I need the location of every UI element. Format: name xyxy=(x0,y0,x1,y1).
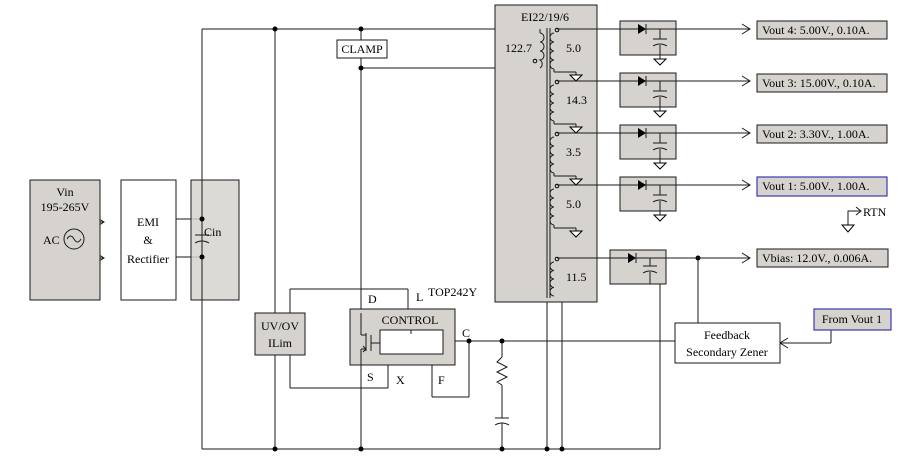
bias-rectifier-block xyxy=(557,249,751,285)
diode-icon xyxy=(638,128,646,138)
secondary-winding: 11.5 xyxy=(549,256,587,297)
main-wiring xyxy=(73,28,832,450)
secondary-winding: 5.0 xyxy=(549,27,584,82)
diode-icon xyxy=(638,24,646,34)
uvov-line1: UV/OV xyxy=(261,319,299,333)
diode-icon xyxy=(638,180,646,190)
ground-icon xyxy=(652,214,668,222)
top-part-label: TOP242Y xyxy=(428,285,477,299)
transformer: EI22/19/6 122.7 5.0 14.3 3.5 5.0 11.5 xyxy=(494,4,598,303)
vbias-box: Vbias: 12.0V., 0.006A. xyxy=(756,248,889,268)
polarity-dot xyxy=(554,27,560,33)
pin-s-label: S xyxy=(367,370,374,384)
rtn-ground-icon xyxy=(840,224,856,233)
vout3-box: Vout 3: 15.00V., 0.10A. xyxy=(756,73,888,93)
pin-c-label: C xyxy=(462,326,470,340)
vout2-box: Vout 2: 3.30V., 1.00A. xyxy=(756,124,888,144)
cin-block: Cin xyxy=(190,179,240,301)
emi-line2: & xyxy=(143,233,153,247)
vout4-label: Vout 4: 5.00V., 0.10A. xyxy=(762,23,870,37)
primary-dot xyxy=(532,58,538,64)
ground-icon xyxy=(568,74,584,82)
output-rectifiers xyxy=(557,20,751,285)
pin-l-label: L xyxy=(416,290,423,304)
control-label: CONTROL xyxy=(382,313,439,327)
pin-d-label: D xyxy=(368,292,377,306)
secondary-turns-label: 5.0 xyxy=(566,197,581,211)
secondary-turns-label: 11.5 xyxy=(566,270,587,284)
diode-icon xyxy=(628,253,636,263)
vout1-box: Vout 1: 5.00V., 1.00A. xyxy=(756,176,888,197)
secondary-winding: 3.5 xyxy=(549,131,584,186)
feedback-line1: Feedback xyxy=(704,328,750,342)
output-rectifier-block xyxy=(557,72,751,118)
output-labels: Vout 4: 5.00V., 0.10A. Vout 3: 15.00V., … xyxy=(756,20,889,268)
vbias-label: Vbias: 12.0V., 0.006A. xyxy=(762,251,872,265)
pin-x-label: X xyxy=(396,373,405,387)
clamp-label: CLAMP xyxy=(341,42,383,56)
input-range: 195-265V xyxy=(41,200,90,214)
secondary-turns-label: 14.3 xyxy=(566,93,587,107)
from-vout1-label: From Vout 1 xyxy=(822,312,882,326)
primary-turns: 122.7 xyxy=(505,41,532,55)
polarity-dot xyxy=(554,183,560,189)
output-rectifier-block xyxy=(557,124,751,170)
pin-f-label: F xyxy=(438,373,445,387)
uvov-line2: ILim xyxy=(268,336,293,350)
emi-rectifier-block: EMI & Rectifier xyxy=(120,179,177,301)
feedback-block: Feedback Secondary Zener xyxy=(674,322,781,364)
feedback-line2: Secondary Zener xyxy=(686,345,768,359)
polarity-dot xyxy=(554,256,560,262)
secondary-turns-label: 3.5 xyxy=(566,145,581,159)
rtn-label: RTN xyxy=(863,205,887,219)
polarity-dot xyxy=(554,79,560,85)
from-vout1-box: From Vout 1 xyxy=(813,308,892,331)
ground-icon xyxy=(652,162,668,170)
ground-icon xyxy=(568,230,584,238)
output-rectifier-block xyxy=(557,20,751,66)
cin-label: Cin xyxy=(204,225,221,239)
emi-line1: EMI xyxy=(137,215,159,229)
ground-icon xyxy=(652,58,668,66)
ac-label: AC xyxy=(43,233,60,247)
emi-line3: Rectifier xyxy=(127,252,169,266)
input-block: Vin 195-265V AC xyxy=(29,179,101,301)
secondary-winding: 5.0 xyxy=(549,183,584,238)
secondary-winding: 14.3 xyxy=(549,79,587,134)
top242y-block: TOP242Y D L CONTROL C S X F xyxy=(349,285,477,387)
rtn-symbol: RTN xyxy=(840,205,887,233)
secondary-turns-label: 5.0 xyxy=(566,41,581,55)
ground-icon xyxy=(568,178,584,186)
transformer-core-label: EI22/19/6 xyxy=(521,10,569,24)
polarity-dot xyxy=(554,131,560,137)
uvov-block: UV/OV ILim xyxy=(254,312,306,356)
diode-icon xyxy=(638,76,646,86)
vout4-box: Vout 4: 5.00V., 0.10A. xyxy=(756,20,888,40)
vout3-label: Vout 3: 15.00V., 0.10A. xyxy=(762,76,876,90)
vout2-label: Vout 2: 3.30V., 1.00A. xyxy=(762,127,870,141)
clamp-block: CLAMP xyxy=(336,39,388,59)
ground-icon xyxy=(568,126,584,134)
input-title: Vin xyxy=(56,185,73,199)
vout1-label: Vout 1: 5.00V., 1.00A. xyxy=(762,179,870,193)
output-rectifier-block xyxy=(557,176,751,222)
secondary-windings: 5.0 14.3 3.5 5.0 11.5 xyxy=(549,27,587,297)
ground-icon xyxy=(652,110,668,118)
